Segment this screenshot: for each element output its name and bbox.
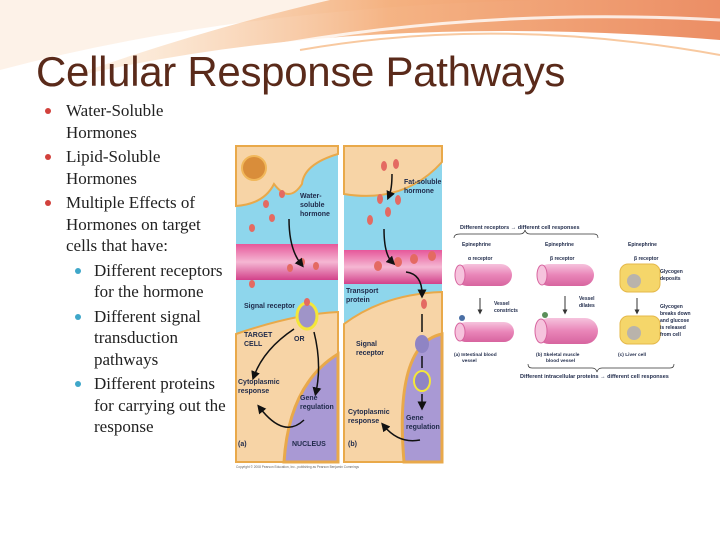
epinephrine-response-figure: Different receptors → different cell res… xyxy=(452,218,720,386)
label-gene-b-1: Gene xyxy=(406,415,424,422)
label-cytoplasmic-a-2: response xyxy=(238,388,269,395)
vessel-dilates-2: dilates xyxy=(579,303,595,309)
caption-b-1: (b) Skeletal muscle xyxy=(536,352,580,358)
label-gene-a-1: Gene xyxy=(300,395,318,402)
sub-bullet-proteins: Different proteins for carrying out the … xyxy=(42,373,232,438)
epinephrine-b: Epinephrine xyxy=(545,242,574,248)
alpha-receptor-label: α receptor xyxy=(468,256,493,262)
label-target-cell-1: TARGET xyxy=(244,332,273,339)
label-fat-soluble-2: hormone xyxy=(404,188,434,195)
label-target-cell-2: CELL xyxy=(244,341,263,348)
label-water-soluble-1: Water- xyxy=(300,193,322,200)
bullet-list: Water-Soluble Hormones Lipid-Soluble Hor… xyxy=(42,100,232,441)
caption-a-1: (a) Intestinal blood xyxy=(454,352,497,358)
hormone-pathway-figure: Water-soluble hormone Signal receptor TAR… xyxy=(235,145,444,469)
glycogen-breaks-5: from cell xyxy=(660,332,681,338)
label-panel-b: (b) xyxy=(348,441,357,448)
label-cytoplasmic-a-1: Cytoplasmic xyxy=(238,379,280,386)
epinephrine-c: Epinephrine xyxy=(628,242,657,248)
bullet-lipid-soluble: Lipid-Soluble Hormones xyxy=(42,146,232,189)
epinephrine-a: Epinephrine xyxy=(462,242,491,248)
sub-bullet-receptors: Different receptors for the hormone xyxy=(42,260,232,303)
glycogen-deposits-1: Glycogen xyxy=(660,269,683,275)
label-signal-receptor-a: Signal receptor xyxy=(244,303,295,310)
vessel-constricts-2: constricts xyxy=(494,308,518,314)
glycogen-breaks-1: Glycogen xyxy=(660,304,683,310)
beta-receptor-label-c: β receptor xyxy=(634,256,659,262)
caption-a-2: vessel xyxy=(462,358,477,364)
bullet-water-soluble: Water-Soluble Hormones xyxy=(42,100,232,143)
label-nucleus: NUCLEUS xyxy=(292,441,326,448)
caption-b-2: blood vessel xyxy=(546,358,575,364)
label-signal-b-1: Signal xyxy=(356,341,377,348)
label-cytoplasmic-b-2: response xyxy=(348,418,379,425)
glycogen-breaks-3: and glucose xyxy=(660,318,689,324)
bottom-caption: Different intracellular proteins → diffe… xyxy=(520,374,669,380)
caption-c: (c) Liver cell xyxy=(618,352,646,358)
top-caption: Different receptors → different cell res… xyxy=(460,225,580,231)
label-water-soluble-3: hormone xyxy=(300,211,330,218)
label-cytoplasmic-b-1: Cytoplasmic xyxy=(348,409,390,416)
sub-bullet-pathways: Different signal transduction pathways xyxy=(42,306,232,371)
label-or: OR xyxy=(294,336,305,343)
bullet-multiple-effects: Multiple Effects of Hormones on target c… xyxy=(42,192,232,257)
label-panel-a: (a) xyxy=(238,441,247,448)
glycogen-breaks-2: breaks down xyxy=(660,311,691,317)
slide-title: Cellular Response Pathways xyxy=(36,48,566,95)
vessel-constricts-1: Vessel xyxy=(494,301,510,307)
panel-b: Fat-soluble hormone Transport protein Sign… xyxy=(343,145,444,464)
copyright-text: Copyright © 2008 Pearson Education, Inc.… xyxy=(236,465,359,469)
vessel-dilates-1: Vessel xyxy=(579,296,595,302)
label-water-soluble-2: soluble xyxy=(300,202,325,209)
glycogen-deposits-2: deposits xyxy=(660,276,681,282)
beta-receptor-label-b: β receptor xyxy=(550,256,575,262)
label-gene-b-2: regulation xyxy=(406,424,440,431)
label-signal-b-2: receptor xyxy=(356,350,384,357)
label-transport-1: Transport xyxy=(346,288,379,295)
label-fat-soluble-1: Fat-soluble xyxy=(404,179,441,186)
decorative-header-swoosh xyxy=(0,0,720,80)
panel-a: Water-soluble hormone Signal receptor TAR… xyxy=(235,145,340,464)
label-transport-2: protein xyxy=(346,297,370,304)
label-gene-a-2: regulation xyxy=(300,404,334,411)
glycogen-breaks-4: is released xyxy=(660,325,686,331)
